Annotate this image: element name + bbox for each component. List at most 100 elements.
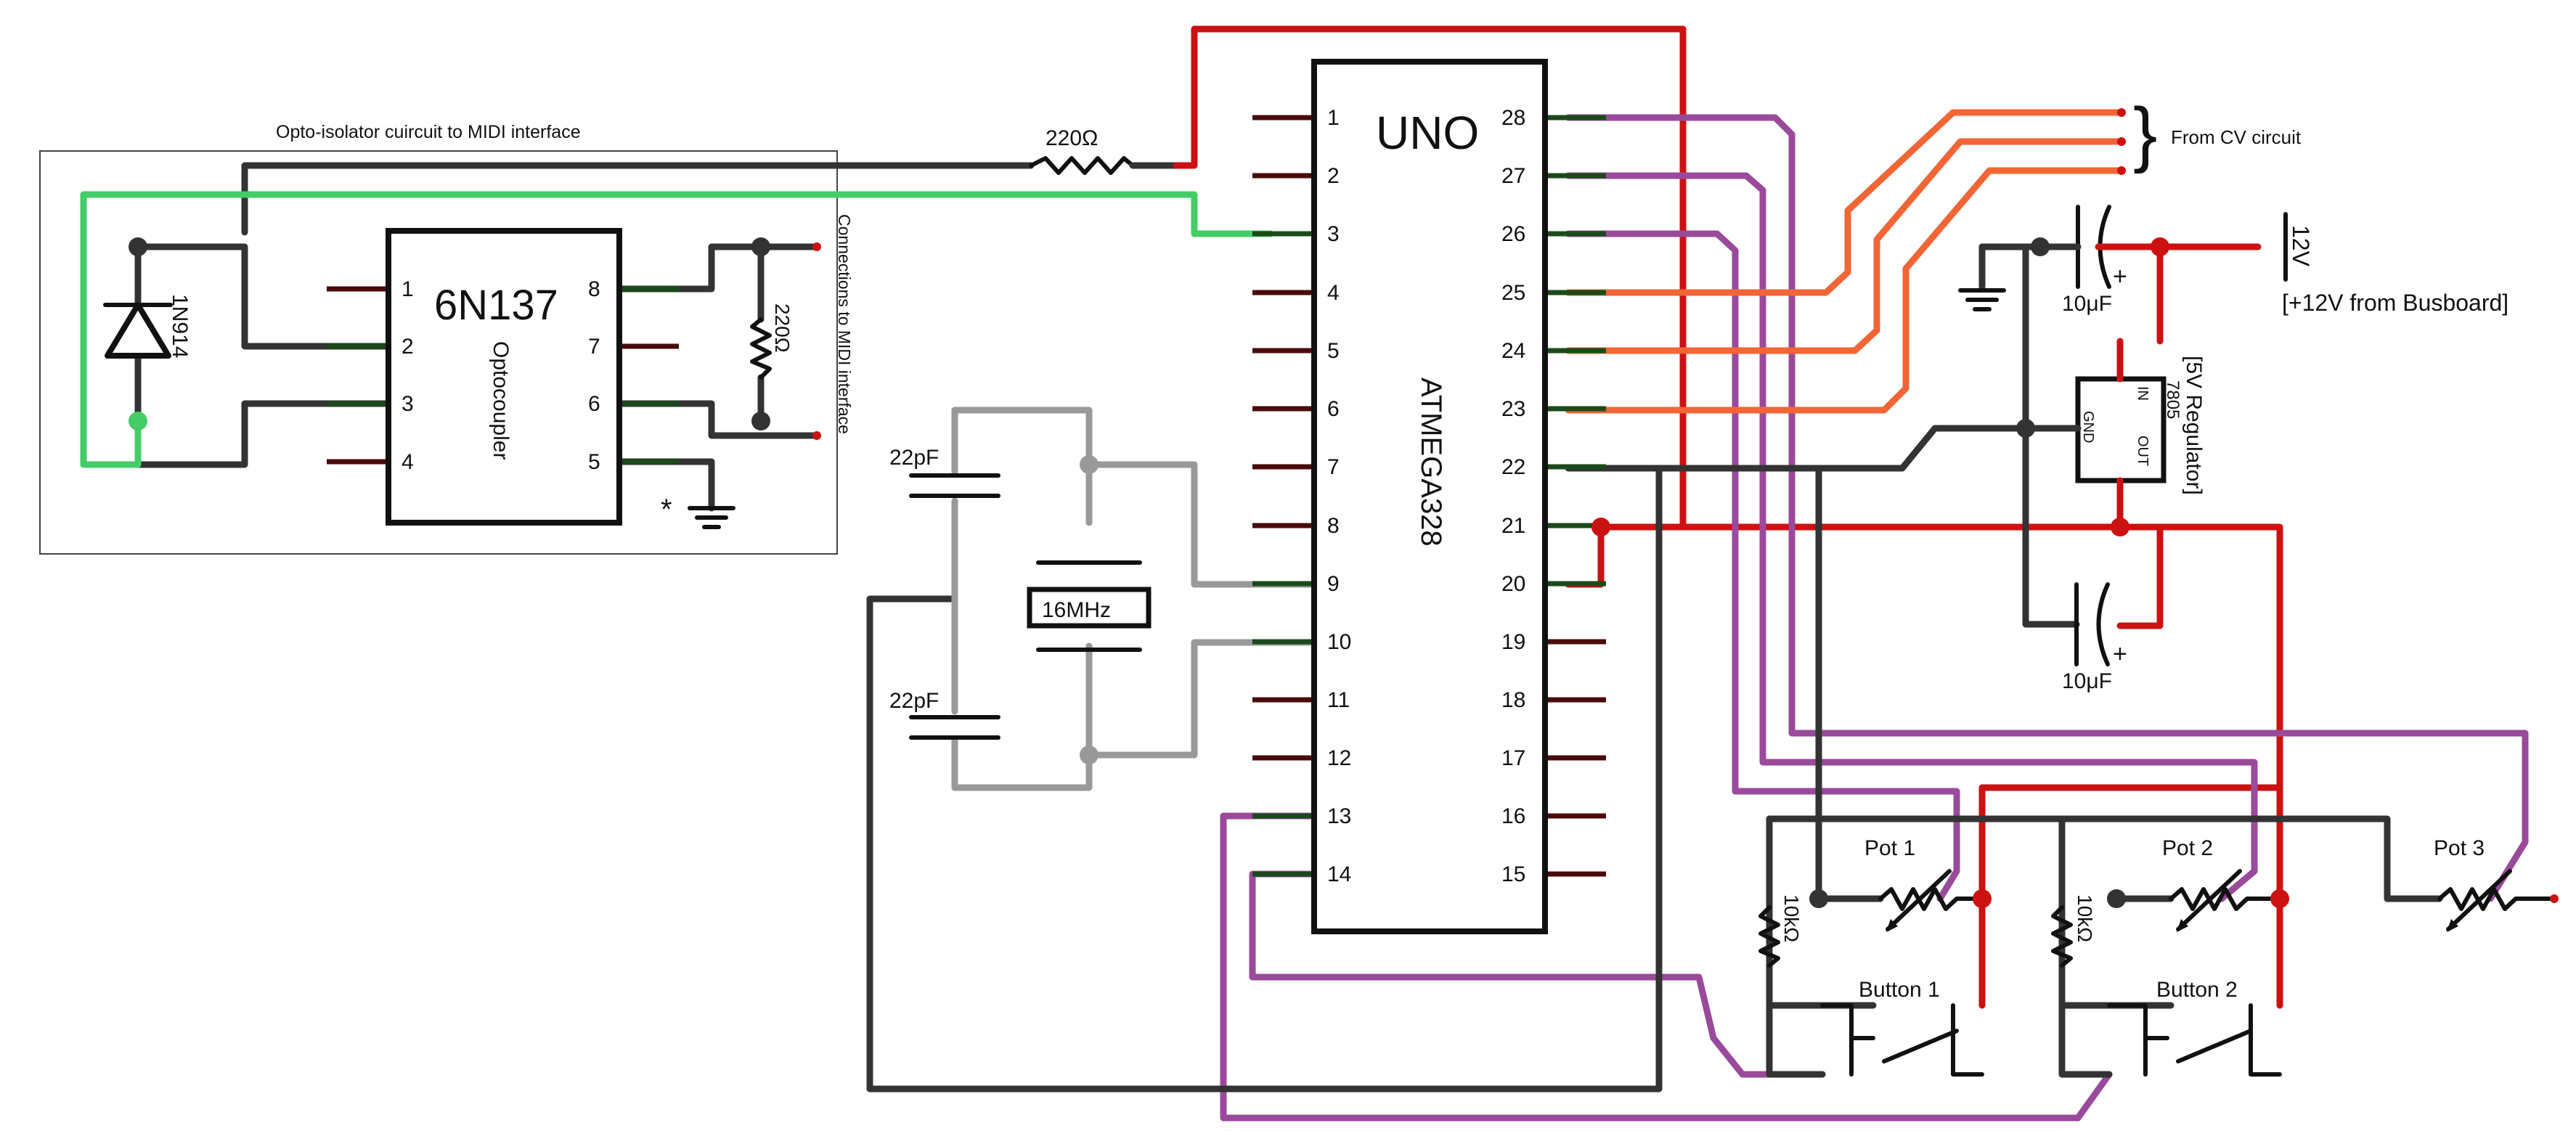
cv-brace: }: [2133, 93, 2157, 174]
opto-isolator-box: [39, 150, 838, 555]
button-1: [1820, 1003, 1984, 1077]
cv-terminal: [2117, 108, 2126, 117]
opto-pin-8-label: 8: [588, 277, 600, 301]
mcu-pin-1-label: 1: [1327, 106, 1340, 130]
cap-bottom-label: 10μF: [2062, 669, 2112, 693]
cv-terminal: [2117, 166, 2126, 175]
regulator-label: [5V Regulator]: [2182, 356, 2206, 495]
cap-bottom: [2074, 582, 2110, 666]
mcu-pin-27-label: 27: [1501, 164, 1525, 188]
mcu-pin-6-label: 6: [1327, 397, 1340, 421]
star-note: *: [661, 494, 672, 526]
reg-out-label: OUT: [2135, 436, 2151, 466]
junction-dot: [129, 237, 147, 256]
cap-top-plus: +: [2113, 263, 2127, 290]
junction-dot: [2016, 419, 2035, 438]
opto-pin-7-label: 7: [588, 335, 600, 359]
opto-pin-5-label: 5: [588, 450, 600, 474]
opto-right-pins: [621, 286, 679, 465]
junction-dot: [2270, 889, 2289, 908]
mcu-name-label: ATMEGA328: [1415, 377, 1447, 547]
diode-label: 1N914: [168, 294, 192, 358]
opto-pin-1-label: 1: [402, 277, 414, 301]
mcu-pin-28-label: 28: [1501, 106, 1525, 130]
mcu-left-pins: [1252, 115, 1314, 877]
opto-pin-4-label: 4: [402, 450, 414, 474]
crystal-cap-2: [909, 715, 1000, 740]
mcu-pin-2-label: 2: [1327, 164, 1340, 188]
optocoupler-chip: [386, 228, 622, 526]
mcu-pin-15-label: 15: [1501, 862, 1525, 886]
v12-label: 12V: [2288, 225, 2314, 267]
mcu-pin-7-label: 7: [1327, 455, 1340, 479]
crystal-cap-1: [909, 473, 1000, 498]
mcu-pin-17-label: 17: [1501, 746, 1525, 770]
opto-midi-wire: [80, 191, 1274, 468]
mcu-pin-16-label: 16: [1501, 804, 1525, 828]
opto-left-pins: [327, 286, 388, 465]
mcu-pin-22-label: 22: [1501, 455, 1525, 479]
button-2: [2107, 1003, 2282, 1077]
opto-ground-symbol: [688, 506, 735, 529]
junction-dot: [751, 237, 770, 256]
crystal-label: 16MHz: [1042, 598, 1111, 622]
opto-name-label: Optocoupler: [489, 341, 513, 460]
junction-dot: [2107, 889, 2126, 908]
mcu-pin-23-label: 23: [1501, 397, 1525, 421]
mcu-pin-25-label: 25: [1501, 281, 1525, 305]
diode-1n914: [103, 302, 173, 359]
junction-dot: [751, 412, 770, 430]
mcu-pin-19-label: 19: [1501, 630, 1525, 654]
button-1-label: Button 1: [1859, 978, 1940, 1002]
mcu-pin-4-label: 4: [1327, 281, 1340, 305]
junction-dot: [129, 412, 147, 430]
mcu-pin-20-label: 20: [1501, 572, 1525, 596]
pot-1: [1878, 869, 1984, 932]
junction-dot: [2151, 237, 2169, 256]
reg-in-label: IN: [2135, 386, 2151, 401]
regulator-part: 7805: [2163, 380, 2182, 419]
crystal-16mhz: [1027, 560, 1152, 652]
opto-box-title: Opto-isolator cuircuit to MIDI interface: [276, 122, 581, 142]
pot-3-terminal: [2550, 894, 2559, 903]
pot-3: [2437, 869, 2556, 932]
mcu-pin-12-label: 12: [1327, 746, 1351, 770]
mcu-pin-5-label: 5: [1327, 339, 1340, 363]
crystal-cap-1-label: 22pF: [889, 446, 939, 470]
crystal-cap-2-label: 22pF: [889, 689, 939, 713]
v12-note: [+12V from Busboard]: [2282, 290, 2508, 316]
res-2-label: 10kΩ: [2074, 894, 2096, 942]
opto-pin-2-label: 2: [402, 335, 414, 359]
ground-symbol: [1958, 288, 2006, 311]
cv-label: From CV circuit: [2171, 126, 2302, 148]
cv-wires: [1565, 109, 2124, 414]
mcu-pin-8-label: 8: [1327, 514, 1340, 538]
junction-dot: [2111, 518, 2129, 536]
mcu-pin-3-label: 3: [1327, 222, 1340, 246]
opto-pin-3-label: 3: [402, 392, 414, 416]
mcu-pin-24-label: 24: [1501, 339, 1525, 363]
mcu-pin-10-label: 10: [1327, 630, 1351, 654]
midi-connections-label: Connections to MIDI interface: [835, 214, 854, 434]
cv-terminal: [2117, 137, 2126, 146]
serial-resistor: [1029, 156, 1135, 175]
mcu-pin-9-label: 9: [1327, 572, 1340, 596]
res-1-label: 10kΩ: [1780, 894, 1803, 942]
serial-resistor-label: 220Ω: [1046, 126, 1098, 150]
reg-gnd-label: GND: [2080, 411, 2096, 443]
mcu-pin-21-label: 21: [1501, 514, 1525, 538]
cap-bottom-plus: +: [2113, 640, 2127, 668]
junction-dot: [1080, 746, 1099, 764]
pot-2-label: Pot 2: [2162, 836, 2213, 860]
mcu-pin-14-label: 14: [1327, 862, 1351, 886]
mcu-brand-label: UNO: [1376, 107, 1479, 159]
mcu-pin-26-label: 26: [1501, 222, 1525, 246]
cap-top: [2051, 205, 2164, 289]
mcu-pin-11-label: 11: [1327, 688, 1350, 712]
mcu-right-pins: [1545, 115, 1606, 877]
resistor-10k-1: [1758, 905, 1780, 968]
resistor-10k-2: [2051, 905, 2073, 968]
button-2-label: Button 2: [2156, 978, 2238, 1002]
junction-dot: [1973, 889, 1992, 908]
